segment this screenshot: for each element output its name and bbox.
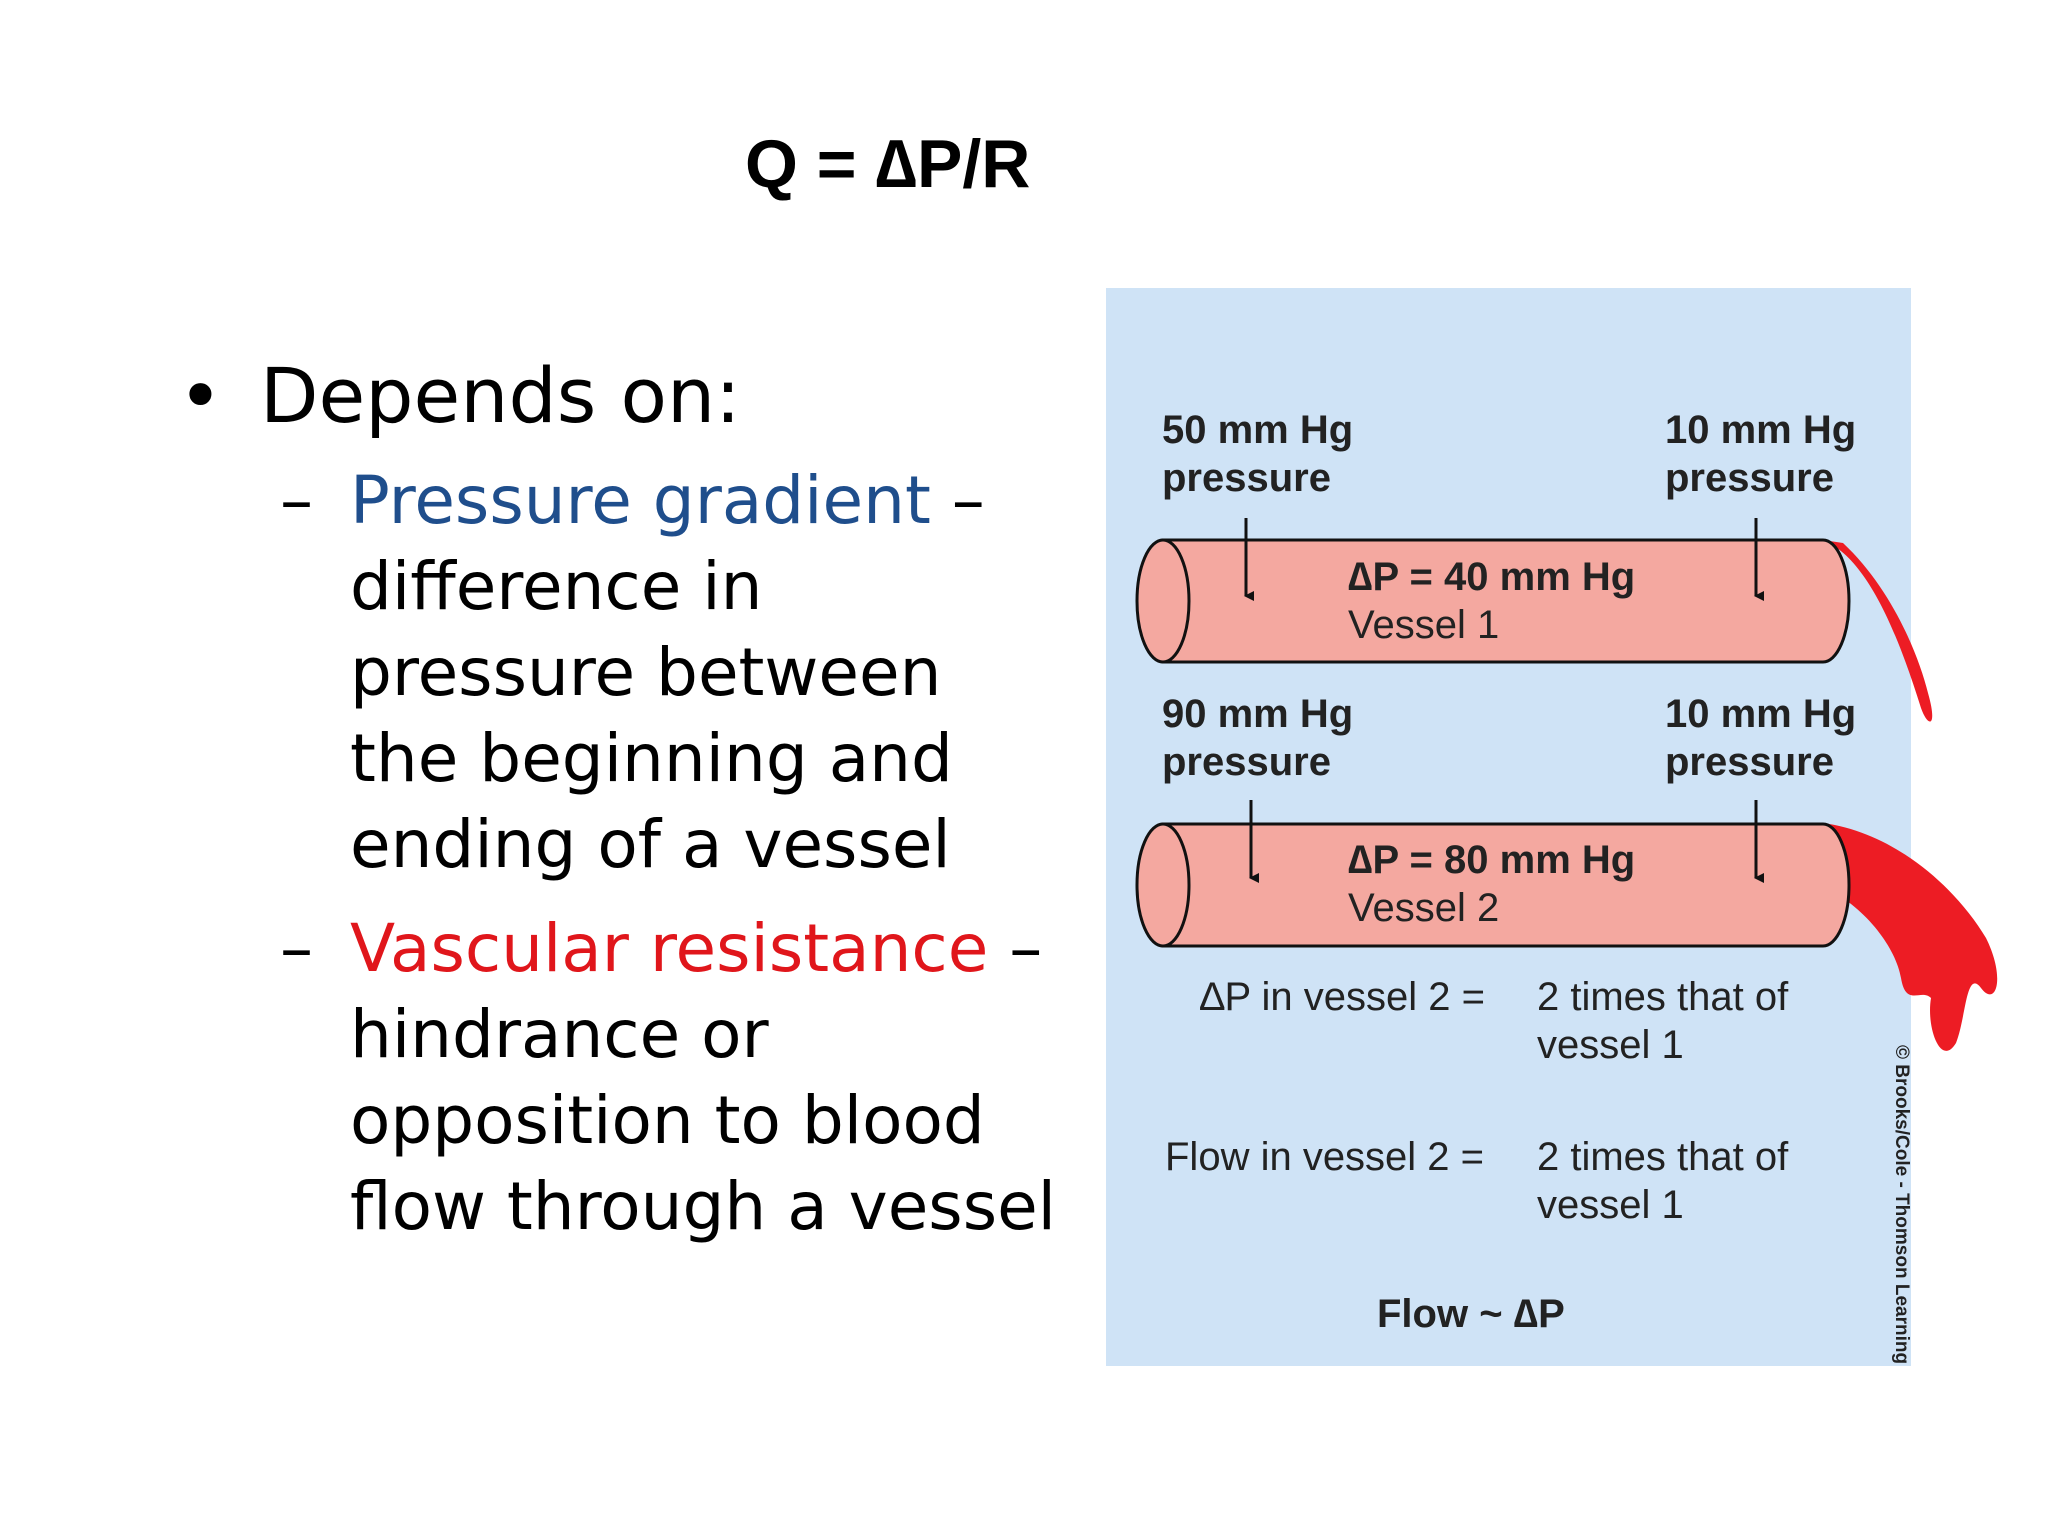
vessel-2-delta-p: ∆P = 80 mm Hg [1348,838,1636,882]
bullet-list: • Depends on: – Pressure gradient – diff… [178,352,1078,1250]
vessel-1-tube [1161,538,1851,664]
term-pressure-gradient: Pressure gradient [350,462,931,539]
vessel-2-name: Vessel 2 [1348,886,1500,930]
vessel-1 [1135,518,1933,722]
flow-comparison-value: 2 times that of vessel 1 [1537,1133,1788,1229]
blood-spill-2 [1823,823,1998,1051]
vessel-1-inlet-pressure: 50 mm Hg pressure [1162,406,1353,502]
vessel-2 [1135,800,1998,1051]
comparison-line: 2 times that of [1537,975,1789,1019]
definition-line: difference in [350,548,763,625]
comparison-line: vessel 1 [1537,1183,1684,1227]
pressure-unit: pressure [1665,456,1834,500]
blood-spill-1 [1823,540,1933,722]
term-separator: – [930,462,985,539]
definition-line: opposition to blood [350,1082,985,1159]
bullet-dot: • [178,351,223,440]
definition-line: the beginning and [350,720,953,797]
vessel-1-opening [1135,538,1191,664]
term-vascular-resistance: Vascular resistance [350,910,989,987]
vessel-2-tube [1161,822,1851,948]
delta-p-comparison-label: ∆P in vessel 2 = [1200,975,1485,1019]
vessel-2-inlet-pressure: 90 mm Hg pressure [1162,690,1353,786]
vessel-2-opening [1135,822,1191,948]
pressure-value: 10 mm Hg [1665,692,1857,736]
pressure-unit: pressure [1162,456,1331,500]
vessel-1-delta-p: ∆P = 40 mm Hg [1348,555,1636,599]
bullet-main: • Depends on: [178,352,1078,440]
comparison-line: 2 times that of [1537,1135,1789,1179]
formula-title: Q = ∆P/R [745,126,1031,202]
sub-bullet-vascular-resistance: – Vascular resistance – hindrance or opp… [178,906,1078,1250]
vessel-1-name: Vessel 1 [1348,603,1500,647]
pressure-value: 50 mm Hg [1162,408,1354,452]
definition-line: pressure between [350,634,942,711]
sub-bullet-pressure-gradient: – Pressure gradient – difference in pres… [178,458,1078,888]
definition-line: flow through a vessel [350,1168,1057,1245]
term-separator: – [988,910,1043,987]
vessel-diagram [1135,518,1998,1051]
pressure-unit: pressure [1162,740,1331,784]
comparison-line: vessel 1 [1537,1023,1684,1067]
flow-comparison-label: Flow in vessel 2 = [1165,1135,1485,1179]
vessel-1-outlet-pressure: 10 mm Hg pressure [1665,406,1856,502]
sub-bullet-dash: – [280,462,313,539]
vessel-2-outlet-pressure: 10 mm Hg pressure [1665,690,1856,786]
copyright-credit: © Brooks/Cole - Thomson Learning [1891,1045,1912,1365]
definition-line: ending of a vessel [350,806,951,883]
sub-bullet-dash: – [280,910,313,987]
bullet-main-text: Depends on: [260,351,741,440]
delta-p-comparison-value: 2 times that of vessel 1 [1537,973,1788,1069]
pressure-unit: pressure [1665,740,1834,784]
definition-line: hindrance or [350,996,769,1073]
pressure-value: 10 mm Hg [1665,408,1857,452]
pressure-value: 90 mm Hg [1162,692,1354,736]
flow-proportional-summary: Flow ~ ∆P [1377,1292,1565,1336]
